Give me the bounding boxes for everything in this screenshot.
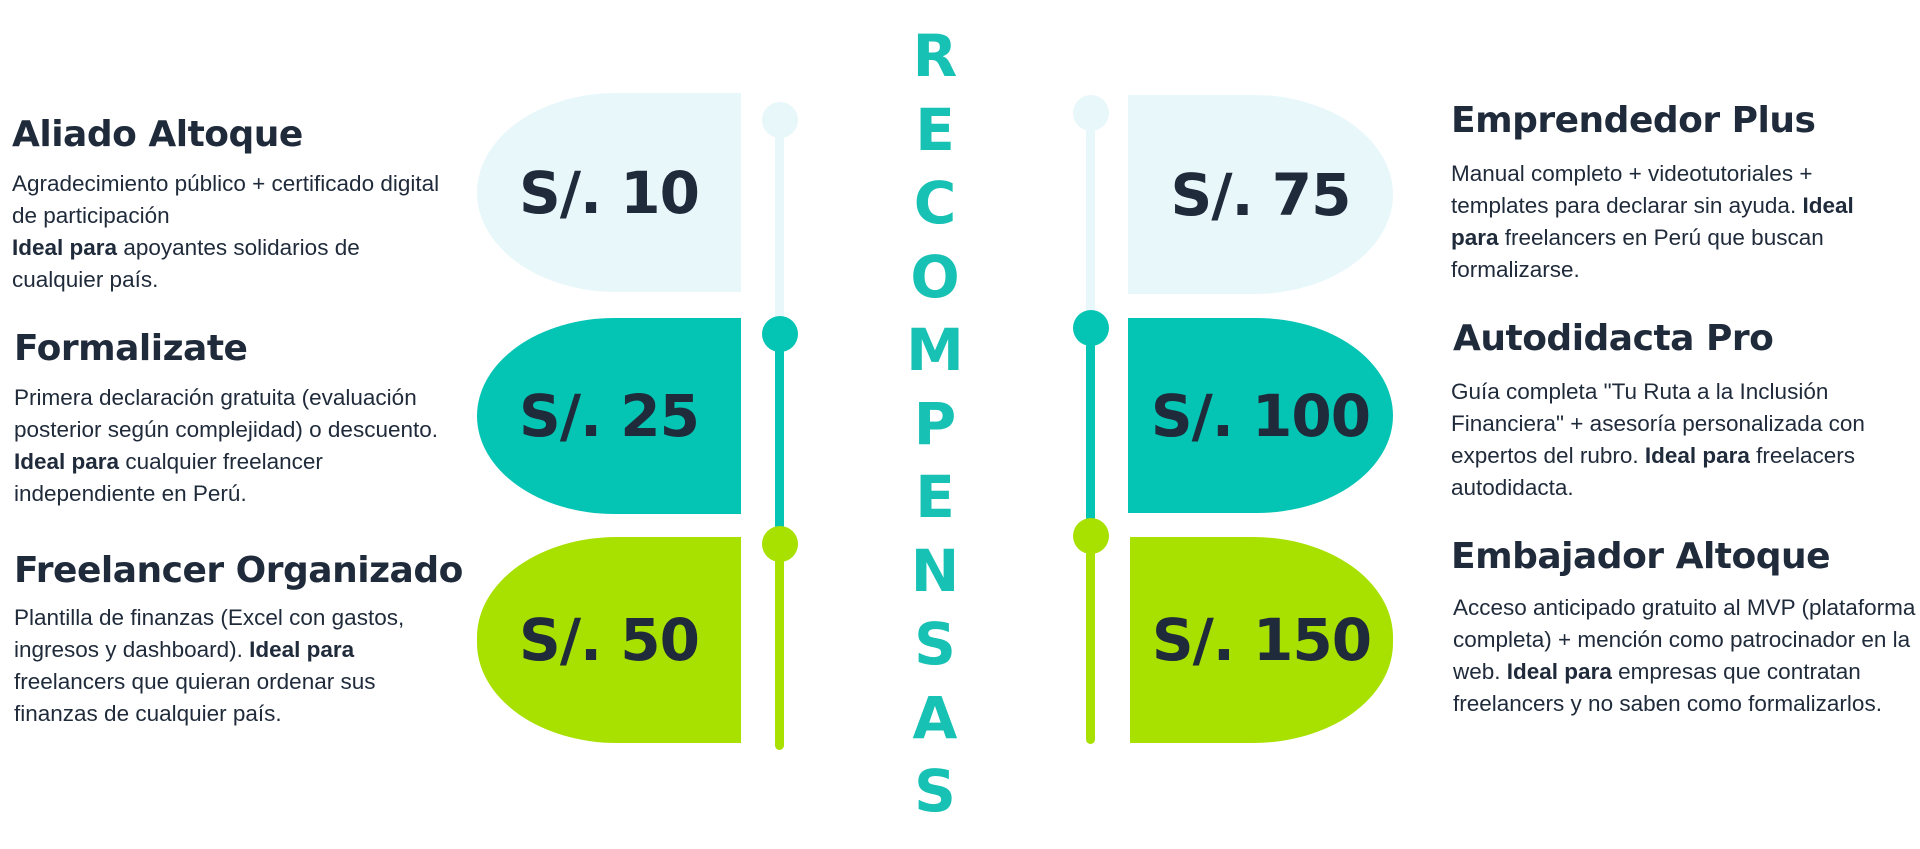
heading-letter-1: R <box>912 22 958 90</box>
price-pill-3: S/. 50 <box>477 537 741 743</box>
heading-letter-11: S <box>914 757 956 825</box>
price-pill-2: S/. 25 <box>477 318 741 514</box>
tier-title-1: Aliado Altoque <box>12 114 303 155</box>
timeline-right-lime <box>1086 536 1095 744</box>
tier-title-5: Autodidacta Pro <box>1453 318 1774 359</box>
price-pill-6: S/. 150 <box>1130 537 1393 743</box>
timeline-dot-5 <box>1073 310 1109 346</box>
tier-title-4: Emprendedor Plus <box>1451 100 1816 141</box>
tier-title-2: Formalizate <box>14 328 248 369</box>
tier-title-6: Embajador Altoque <box>1451 536 1831 577</box>
tier-desc-1: Agradecimiento público + certificado dig… <box>12 171 440 292</box>
heading-letter-8: N <box>910 536 960 605</box>
tier-desc-5: Guía completa "Tu Ruta a la Inclusión Fi… <box>1451 379 1865 500</box>
heading-letter-9: S <box>914 610 956 678</box>
heading-letter-5: M <box>906 316 964 384</box>
tier-desc-4: Manual completo + videotutoriales + temp… <box>1451 161 1854 282</box>
price-pill-5: S/. 100 <box>1128 318 1393 513</box>
timeline-left-light <box>775 118 784 336</box>
timeline-dot-3 <box>762 526 798 562</box>
heading-letter-2: E <box>915 95 955 164</box>
timeline-dot-4 <box>1073 95 1109 131</box>
timeline-right-light <box>1086 112 1095 330</box>
heading-letter-7: E <box>915 463 955 531</box>
timeline-right-teal <box>1086 328 1095 538</box>
timeline-left-teal <box>775 334 784 546</box>
heading-letter-4: O <box>910 242 960 311</box>
heading-letter-10: A <box>912 683 958 752</box>
tier-desc-3: Plantilla de finanzas (Excel con gastos,… <box>14 605 405 726</box>
price-pill-1: S/. 10 <box>477 93 741 292</box>
timeline-dot-6 <box>1073 518 1109 554</box>
heading-letter-6: P <box>913 389 957 458</box>
tier-desc-2: Primera declaración gratuita (evaluación… <box>14 385 439 506</box>
tier-title-3: Freelancer Organizado <box>14 550 463 591</box>
tier-desc-6: Acceso anticipado gratuito al MVP (plata… <box>1453 595 1916 716</box>
heading-letter-3: C <box>913 169 957 237</box>
timeline-dot-1 <box>762 102 798 138</box>
timeline-dot-2 <box>762 316 798 352</box>
price-pill-4: S/. 75 <box>1128 95 1393 294</box>
timeline-left-lime <box>775 544 784 750</box>
